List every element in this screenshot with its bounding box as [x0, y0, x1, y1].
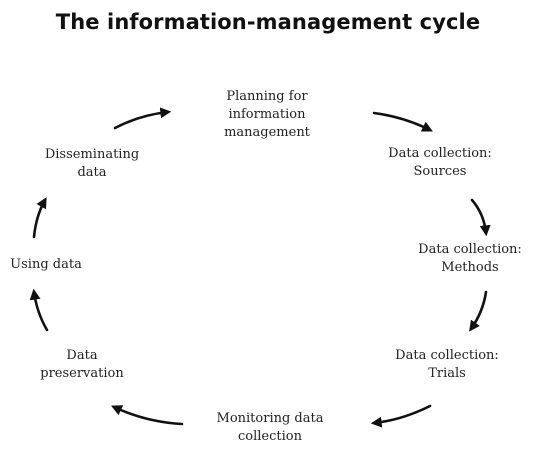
arrow-disseminating-to-planning [113, 107, 172, 130]
node-methods-line-2: Methods [441, 260, 499, 275]
node-preservation-line-2: preservation [40, 366, 124, 381]
node-planning-line-1: Planning for [226, 89, 308, 104]
node-preservation-line-1: Data [66, 348, 98, 363]
node-monitoring: Monitoring data collection [205, 410, 335, 446]
node-monitoring-line-1: Monitoring data [216, 411, 324, 426]
node-planning-line-3: management [224, 125, 310, 140]
node-trials-line-1: Data collection: [395, 348, 499, 363]
node-using: Using data [0, 256, 92, 274]
node-sources-line-1: Data collection: [388, 146, 492, 161]
arrow-using-to-disseminating [32, 197, 47, 239]
arrow-methods-to-trials [469, 290, 488, 332]
arrow-preservation-to-using [29, 288, 49, 332]
node-preservation: Data preservation [22, 347, 142, 383]
node-disseminating-line-1: Disseminating [44, 147, 140, 162]
node-planning-line-2: information [228, 107, 306, 122]
diagram-title: The information-management cycle [55, 10, 481, 34]
node-sources: Data collection: Sources [375, 145, 505, 181]
node-disseminating: Disseminating data [30, 146, 154, 182]
node-planning: Planning for information management [207, 88, 327, 142]
arrow-planning-to-sources [372, 111, 433, 132]
node-trials-line-2: Trials [428, 366, 466, 381]
node-sources-line-2: Sources [413, 164, 467, 179]
node-using-line-1: Using data [10, 257, 82, 272]
arrow-monitoring-to-preservation [111, 405, 184, 426]
node-trials: Data collection: Trials [382, 347, 512, 383]
node-monitoring-line-2: collection [238, 429, 302, 444]
arrow-trials-to-monitoring [370, 404, 432, 428]
node-methods-line-1: Data collection: [418, 242, 522, 257]
node-methods: Data collection: Methods [405, 241, 535, 277]
arrow-sources-to-methods [470, 198, 491, 237]
node-disseminating-line-2: data [77, 165, 107, 180]
